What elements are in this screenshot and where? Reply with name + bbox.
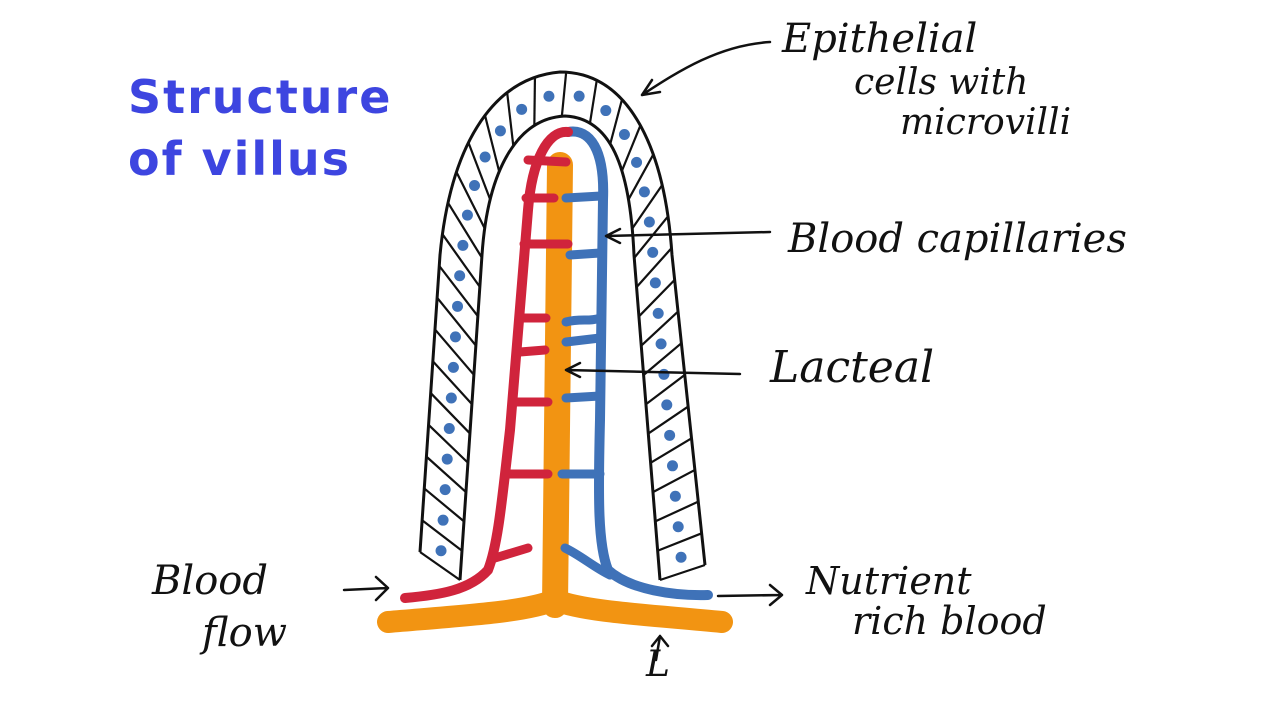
cell-nucleus [672, 521, 684, 533]
cell-nucleus [494, 125, 506, 137]
lacteal-arrow [564, 361, 742, 379]
cell-wall [429, 392, 471, 435]
cell-wall [441, 233, 481, 288]
cell-wall [483, 115, 501, 172]
cell-wall [421, 519, 463, 552]
lacteal-label: Lacteal [769, 342, 934, 393]
cell-wall [447, 202, 483, 259]
cell-nucleus [573, 90, 585, 102]
cell-wall [588, 80, 598, 124]
nutrient-label-line-2: rich blood [852, 599, 1047, 643]
cell-nucleus [449, 331, 461, 343]
cell-nucleus [643, 216, 655, 228]
cell-nucleus [618, 128, 630, 140]
cell-wall [659, 563, 706, 582]
cell-wall [438, 265, 479, 317]
villus-outer-outline [418, 70, 707, 566]
cell-wall [533, 77, 537, 126]
blood-flow-label-line-1: Blood [151, 558, 268, 604]
cell-nucleus [435, 545, 447, 557]
cell-nucleus [443, 423, 455, 435]
cell-nucleus [454, 270, 466, 282]
cell-nucleus [437, 514, 449, 526]
cell-nucleus [479, 151, 491, 163]
cell-wall [434, 328, 475, 376]
cell-nucleus [649, 277, 661, 289]
cell-wall [620, 125, 642, 172]
nutrient-arrow [716, 583, 784, 607]
cell-nucleus [652, 307, 664, 319]
cell-nucleus [445, 392, 457, 404]
cell-nucleus [461, 209, 473, 221]
cell-wall [652, 468, 696, 494]
cell-nucleus [647, 246, 659, 258]
epithelial-label-line-1: Epithelial [781, 16, 977, 62]
cell-wall [642, 342, 683, 376]
cell-wall [427, 424, 469, 464]
cell-nucleus [631, 156, 643, 168]
title-line-1: Structure [128, 70, 393, 124]
cell-wall [627, 154, 655, 200]
diagram-title: Structure of villus [128, 66, 392, 190]
cell-nucleus [439, 484, 451, 496]
cell-wall [645, 374, 686, 406]
cell-wall [455, 171, 486, 229]
cell-nucleus [661, 399, 673, 411]
cell-nucleus [441, 453, 453, 465]
cell-wall [631, 184, 664, 230]
cell-wall [467, 142, 492, 200]
villus-inner-outline [458, 114, 662, 581]
capillaries-arrow [604, 227, 772, 245]
cell-nucleus [600, 105, 612, 117]
cell-nucleus [658, 368, 670, 380]
blood-flow-arrow [342, 575, 390, 602]
cell-wall [419, 551, 461, 581]
cell-wall [654, 500, 699, 523]
vein-capillary [557, 126, 713, 601]
cell-wall [609, 99, 624, 145]
cell-wall [633, 215, 669, 259]
cell-wall [423, 487, 465, 523]
cell-wall [638, 279, 676, 318]
cell-nucleus [516, 103, 528, 115]
lacteal-bottom-arrow [650, 634, 670, 662]
cell-nucleus [452, 300, 464, 312]
cell-nucleus [469, 180, 481, 192]
cell-wall [425, 455, 467, 493]
cell-wall [560, 72, 568, 117]
cell-nucleus [638, 186, 650, 198]
blood-capillaries-label: Blood capillaries [787, 216, 1127, 262]
title-line-2: of villus [128, 132, 352, 186]
epithelial-label-line-3: microvilli [900, 102, 1071, 143]
cell-wall [647, 405, 689, 435]
cell-nucleus [666, 460, 678, 472]
nutrient-label-line-1: Nutrient [805, 559, 972, 603]
cell-wall [650, 437, 693, 464]
cell-wall [432, 360, 473, 405]
epithelial-arrow [640, 40, 772, 97]
cell-wall [640, 310, 679, 347]
epithelial-cells [419, 72, 706, 582]
artery-capillary [400, 126, 573, 603]
cell-nucleus [669, 490, 681, 502]
lacteal-vessel [377, 152, 733, 633]
cell-nucleus [664, 429, 676, 441]
cell-wall [506, 92, 515, 147]
cell-nucleus [543, 90, 555, 102]
cell-nucleus [675, 551, 687, 563]
cell-nucleus [447, 361, 459, 373]
cell-wall [436, 296, 477, 347]
pointer-arrows [342, 40, 784, 662]
bottom-lacteal-mark: L [645, 644, 670, 685]
blood-flow-label-line-2: flow [199, 610, 287, 656]
cell-wall [635, 247, 673, 288]
epithelial-label-line-2: cells with [854, 62, 1028, 103]
cell-wall [657, 532, 703, 552]
cell-nucleus [655, 338, 667, 350]
cell-nucleus [457, 239, 469, 251]
